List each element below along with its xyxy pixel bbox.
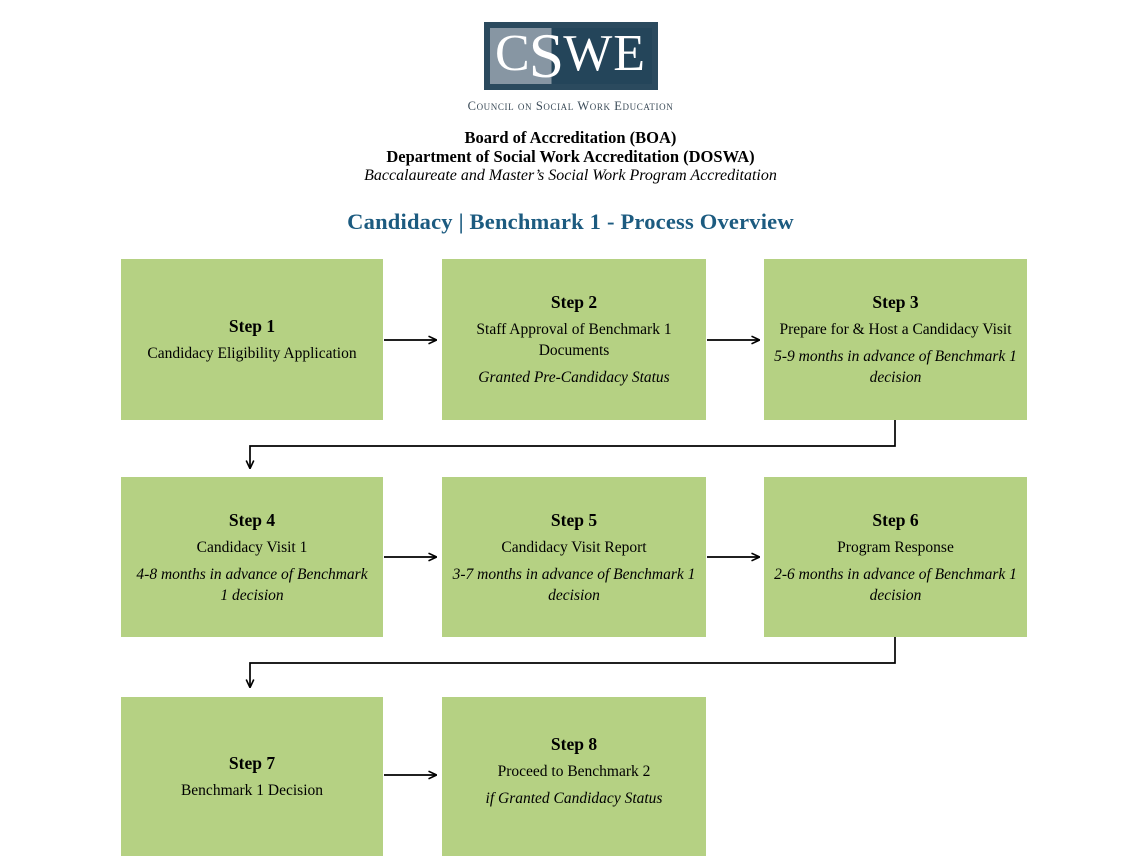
step-2-note: Granted Pre-Candidacy Status xyxy=(478,369,670,386)
step-box-3[interactable]: Step 3 Prepare for & Host a Candidacy Vi… xyxy=(764,259,1027,420)
document-header: Board of Accreditation (BOA) Department … xyxy=(0,128,1141,186)
step-box-4[interactable]: Step 4 Candidacy Visit 1 4-8 months in a… xyxy=(121,477,383,637)
step-3-title: Step 3 xyxy=(872,292,919,312)
step-3-note: 5-9 months in advance of Benchmark 1 dec… xyxy=(774,348,1017,386)
step-box-8[interactable]: Step 8 Proceed to Benchmark 2 if Granted… xyxy=(442,697,706,856)
step-5-note: 3-7 months in advance of Benchmark 1 dec… xyxy=(452,565,696,604)
step-4-title: Step 4 xyxy=(228,509,276,530)
logo-letter-c: C xyxy=(494,28,531,82)
step-box-7[interactable]: Step 7 Benchmark 1 Decision xyxy=(121,697,383,856)
logo-letter-we: WE xyxy=(563,28,647,82)
step-3-body: Prepare for & Host a Candidacy Visit xyxy=(779,321,1012,338)
header-board-line: Board of Accreditation (BOA) xyxy=(464,128,677,147)
step-8-title: Step 8 xyxy=(550,734,598,754)
step-2-body: Staff Approval of Benchmark 1 Documents xyxy=(476,321,672,359)
step-5-title: Step 5 xyxy=(550,509,598,530)
step-1-body: Candidacy Eligibility Application xyxy=(147,345,357,362)
step-4-body: Candidacy Visit 1 xyxy=(196,538,308,556)
step-box-6[interactable]: Step 6 Program Response 2-6 months in ad… xyxy=(764,477,1027,637)
logo-letter-s: S xyxy=(528,28,566,84)
step-6-note: 2-6 months in advance of Benchmark 1 dec… xyxy=(774,565,1017,604)
step-box-5[interactable]: Step 5 Candidacy Visit Report 3-7 months… xyxy=(442,477,706,637)
step-5-body: Candidacy Visit Report xyxy=(501,538,647,556)
step-6-title: Step 6 xyxy=(872,509,919,530)
step-8-note: if Granted Candidacy Status xyxy=(485,790,663,807)
header-subtitle-line: Baccalaureate and Master’s Social Work P… xyxy=(364,167,777,184)
step-box-2[interactable]: Step 2 Staff Approval of Benchmark 1 Doc… xyxy=(442,259,706,420)
step-6-body: Program Response xyxy=(837,538,954,556)
step-1-title: Step 1 xyxy=(228,316,276,336)
step-4-note: 4-8 months in advance of Benchmark 1 dec… xyxy=(136,565,368,604)
cswe-logo-subtitle: Council on Social Work Education xyxy=(467,99,674,113)
header-department-line: Department of Social Work Accreditation … xyxy=(386,147,755,166)
connector-step6-to-step7 xyxy=(250,637,896,687)
step-2-title: Step 2 xyxy=(550,292,598,312)
step-box-1[interactable]: Step 1 Candidacy Eligibility Application xyxy=(121,259,383,420)
page-title: Candidacy | Benchmark 1 - Process Overvi… xyxy=(347,209,794,234)
step-7-title: Step 7 xyxy=(228,753,276,773)
connector-step3-to-step4 xyxy=(250,420,896,468)
step-7-body: Benchmark 1 Decision xyxy=(180,782,324,799)
step-8-body: Proceed to Benchmark 2 xyxy=(497,763,651,780)
